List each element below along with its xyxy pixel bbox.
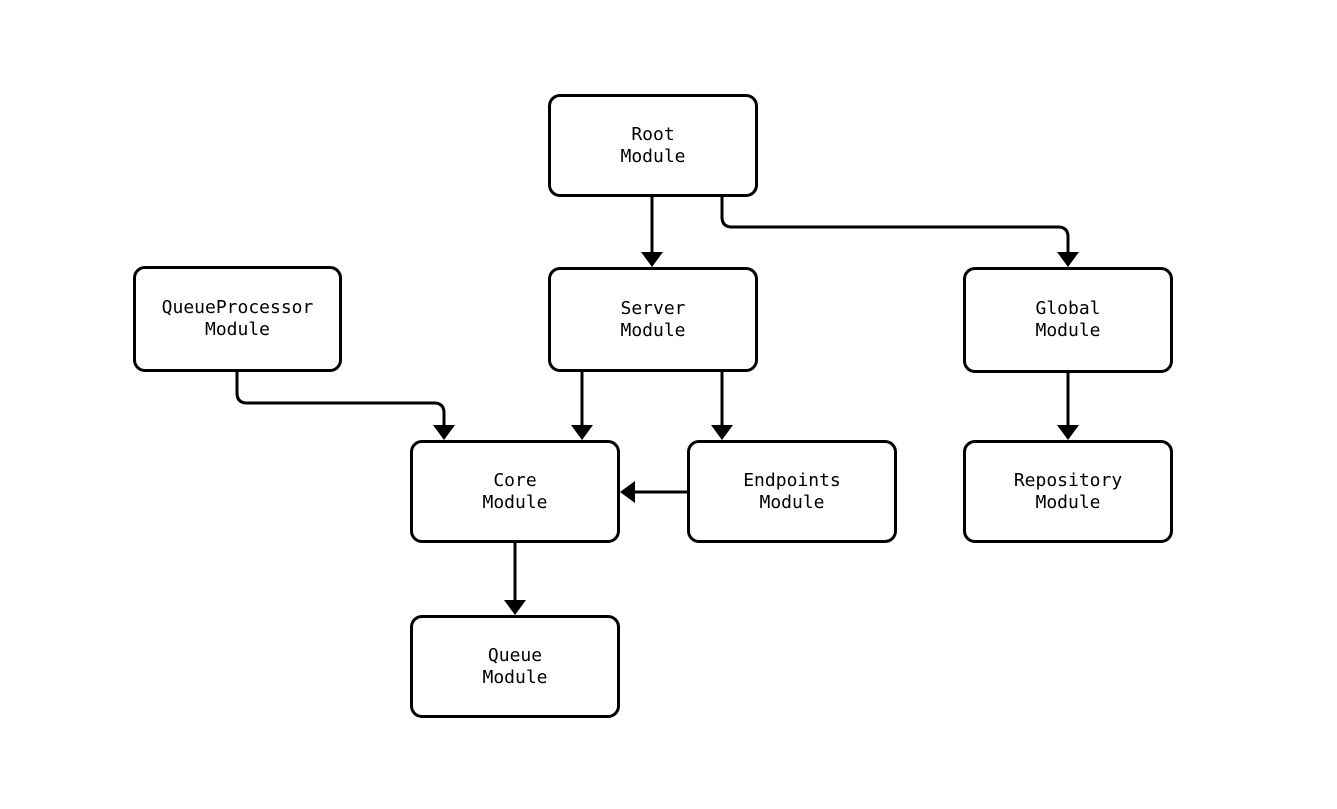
node-label-line2: Module <box>482 666 548 688</box>
edge-root-to-global-arrowhead <box>1057 252 1079 267</box>
node-label-line1: QueueProcessor <box>161 297 314 318</box>
edge-root-to-global <box>720 197 1070 255</box>
edge-global-to-repository-arrowhead <box>1057 425 1079 440</box>
node-label-line1: Global <box>1035 298 1101 319</box>
node-label-line2: Module <box>759 491 825 513</box>
node-label-line1: Queue <box>487 644 543 666</box>
edge-core-to-queue-arrowhead <box>504 600 526 615</box>
node-label-line2: Module <box>1035 320 1101 341</box>
node-label-line2: Module <box>1035 491 1101 513</box>
edge-queueprocessor-to-core <box>235 372 446 428</box>
node-label-line1: Endpoints <box>743 469 841 491</box>
node-label-line2: Module <box>204 319 271 340</box>
node-label-line1: Server <box>620 297 686 319</box>
node-label-line2: Module <box>620 145 686 167</box>
edge-server-to-core-arrowhead <box>571 425 593 440</box>
node-label-line1: Core <box>493 469 537 491</box>
edge-server-to-endpoints-arrowhead <box>711 425 733 440</box>
edge-root-to-server-arrowhead <box>641 252 663 267</box>
node-label-line2: Module <box>482 491 548 513</box>
node-label-line2: Module <box>620 319 686 341</box>
edge-queueprocessor-to-core-arrowhead <box>433 425 455 440</box>
edge-endpoints-to-core-arrowhead <box>620 481 635 503</box>
node-label-line1: Repository <box>1013 469 1123 491</box>
node-label-line1: Root <box>631 123 675 145</box>
